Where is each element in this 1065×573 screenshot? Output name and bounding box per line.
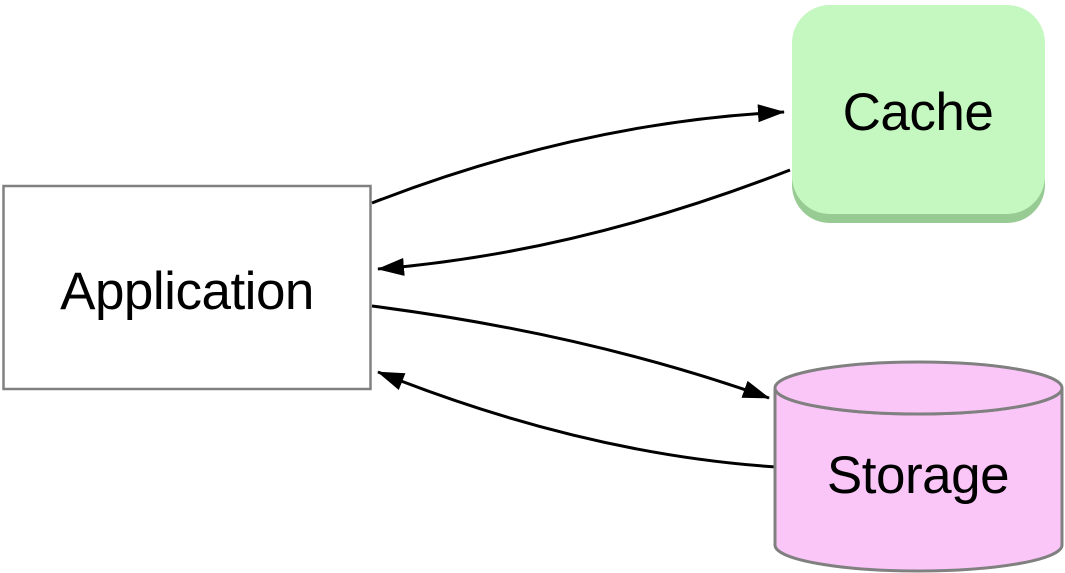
storage-cylinder-top <box>773 360 1064 416</box>
storage-label: Storage <box>827 446 1009 505</box>
edge-cache-to-application <box>377 168 791 276</box>
node-storage: Storage <box>773 360 1064 573</box>
cache-box <box>792 5 1045 214</box>
application-box <box>2 184 372 391</box>
edge-application-to-storage <box>371 304 770 400</box>
application-label: Application <box>60 262 314 321</box>
edge-storage-to-application <box>377 370 777 469</box>
cache-label: Cache <box>843 83 994 142</box>
node-cache: Cache <box>792 5 1045 223</box>
node-application: Application <box>2 184 372 391</box>
edge-group <box>371 104 791 469</box>
edge-application-to-cache <box>371 104 785 205</box>
